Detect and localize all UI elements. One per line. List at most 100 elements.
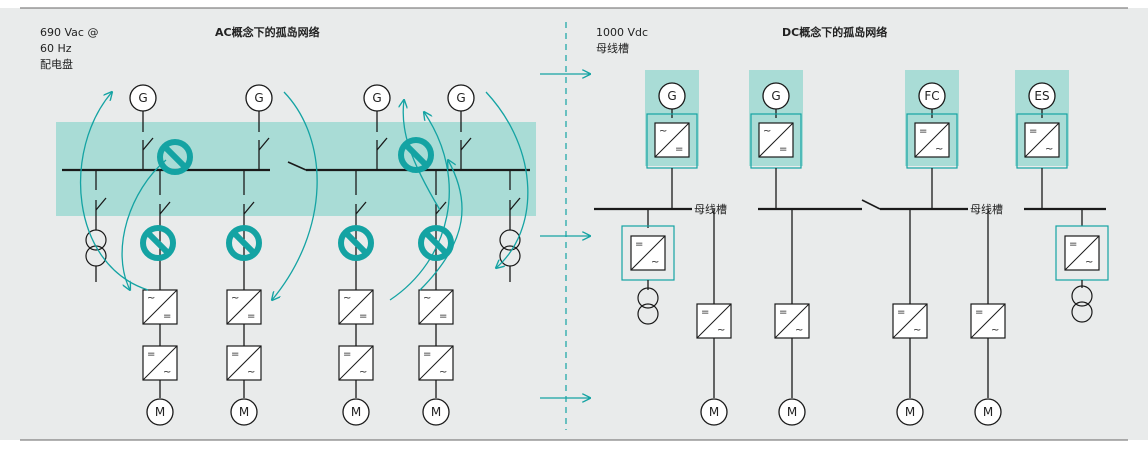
harmonic-arrow — [389, 112, 450, 301]
dc-symbol: = — [975, 307, 983, 318]
motor-circle — [422, 398, 450, 426]
motor-label: M — [155, 405, 165, 419]
harmonic-arrow — [79, 92, 149, 291]
converter-diagonal — [418, 345, 454, 381]
switch-blade — [159, 201, 171, 215]
prohibited-icon — [418, 225, 454, 261]
source-label: ES — [1034, 89, 1049, 103]
transformer-icon — [1071, 301, 1093, 323]
motor-circle — [896, 398, 924, 426]
source-label: FC — [924, 89, 939, 103]
switch-blade — [258, 137, 270, 151]
transformer-icon — [85, 229, 107, 251]
prohibited-icon — [140, 225, 176, 261]
dc-symbol: = — [423, 349, 431, 360]
ac-symbol: ~ — [659, 126, 667, 137]
converter-diagonal — [142, 345, 178, 381]
ac-bus-tie-switch — [287, 161, 307, 171]
generator-label: G — [138, 91, 147, 105]
motor-circle — [778, 398, 806, 426]
generator-label: G — [372, 91, 381, 105]
motor-label: M — [709, 405, 719, 419]
prohibited-icon-slash — [403, 142, 429, 168]
ac-symbol: ~ — [439, 367, 447, 378]
transformer-icon — [1071, 285, 1093, 307]
prohibited-icon-slash — [343, 230, 369, 256]
prohibited-icon-slash — [231, 230, 257, 256]
ac-symbol: ~ — [795, 325, 803, 336]
motor-label: M — [431, 405, 441, 419]
converter-diagonal — [142, 289, 178, 325]
prohibited-icon-slash — [162, 144, 188, 170]
dc-symbol: = — [147, 349, 155, 360]
prohibited-icon — [398, 137, 434, 173]
ac-symbol: ~ — [343, 293, 351, 304]
harmonic-arrow — [121, 159, 167, 290]
converter-diagonal — [1024, 122, 1060, 158]
source-label: G — [667, 89, 676, 103]
converter-diagonal — [654, 122, 690, 158]
prohibited-icon-slash — [423, 230, 449, 256]
motor-circle — [146, 398, 174, 426]
dc-supply-label-line1: 1000 Vdc — [596, 26, 648, 39]
transformer-icon — [637, 303, 659, 325]
generator-label: G — [254, 91, 263, 105]
dc-bus-label-1: 母线槽 — [694, 202, 727, 216]
converter-diagonal — [418, 289, 454, 325]
converter-diagonal — [892, 303, 928, 339]
dc-supply-label-line2: 母线槽 — [596, 41, 629, 55]
converter-diagonal — [914, 122, 950, 158]
ac-symbol: ~ — [913, 325, 921, 336]
switch-blade — [95, 197, 107, 211]
harmonic-arrow — [419, 160, 463, 291]
dc-bus-tie-switch — [861, 199, 881, 210]
motor-circle — [974, 398, 1002, 426]
dc-symbol: = — [247, 311, 255, 322]
source-label: G — [771, 89, 780, 103]
ac-supply-label-line1: 690 Vac @ — [40, 26, 98, 39]
ac-symbol: ~ — [423, 293, 431, 304]
switch-blade — [460, 137, 472, 151]
transformer-icon — [637, 287, 659, 309]
converter-diagonal — [758, 122, 794, 158]
ac-supply-label-line2: 60 Hz — [40, 42, 72, 55]
dc-symbol: = — [1029, 126, 1037, 137]
ac-symbol: ~ — [359, 367, 367, 378]
motor-circle — [700, 398, 728, 426]
motor-label: M — [351, 405, 361, 419]
ac-symbol: ~ — [717, 325, 725, 336]
ac-symbol: ~ — [1085, 257, 1093, 268]
converter-diagonal — [338, 289, 374, 325]
dc-symbol: = — [231, 349, 239, 360]
motor-circle — [230, 398, 258, 426]
motor-label: M — [983, 405, 993, 419]
converter-diagonal — [630, 235, 666, 271]
motor-label: M — [787, 405, 797, 419]
dc-symbol: = — [359, 311, 367, 322]
motor-label: M — [239, 405, 249, 419]
switch-blade — [435, 201, 447, 215]
switch-blade — [509, 197, 521, 211]
dc-bus-label-2: 母线槽 — [970, 202, 1003, 216]
dc-symbol: = — [701, 307, 709, 318]
dc-symbol: = — [779, 144, 787, 155]
ac-symbol: ~ — [763, 126, 771, 137]
switch-blade — [355, 201, 367, 215]
dc-symbol: = — [635, 239, 643, 250]
ac-supply-label-line3: 配电盘 — [40, 57, 73, 71]
ac-panel-title: AC概念下的孤岛网络 — [215, 25, 320, 39]
dc-symbol: = — [439, 311, 447, 322]
harmonic-arrow — [272, 91, 318, 300]
dc-symbol: = — [343, 349, 351, 360]
prohibited-icon — [338, 225, 374, 261]
dc-symbol: = — [779, 307, 787, 318]
converter-diagonal — [226, 345, 262, 381]
dc-symbol: = — [897, 307, 905, 318]
ac-symbol: ~ — [163, 367, 171, 378]
transformer-icon — [499, 229, 521, 251]
switch-blade — [243, 201, 255, 215]
ac-symbol: ~ — [147, 293, 155, 304]
ac-symbol: ~ — [231, 293, 239, 304]
